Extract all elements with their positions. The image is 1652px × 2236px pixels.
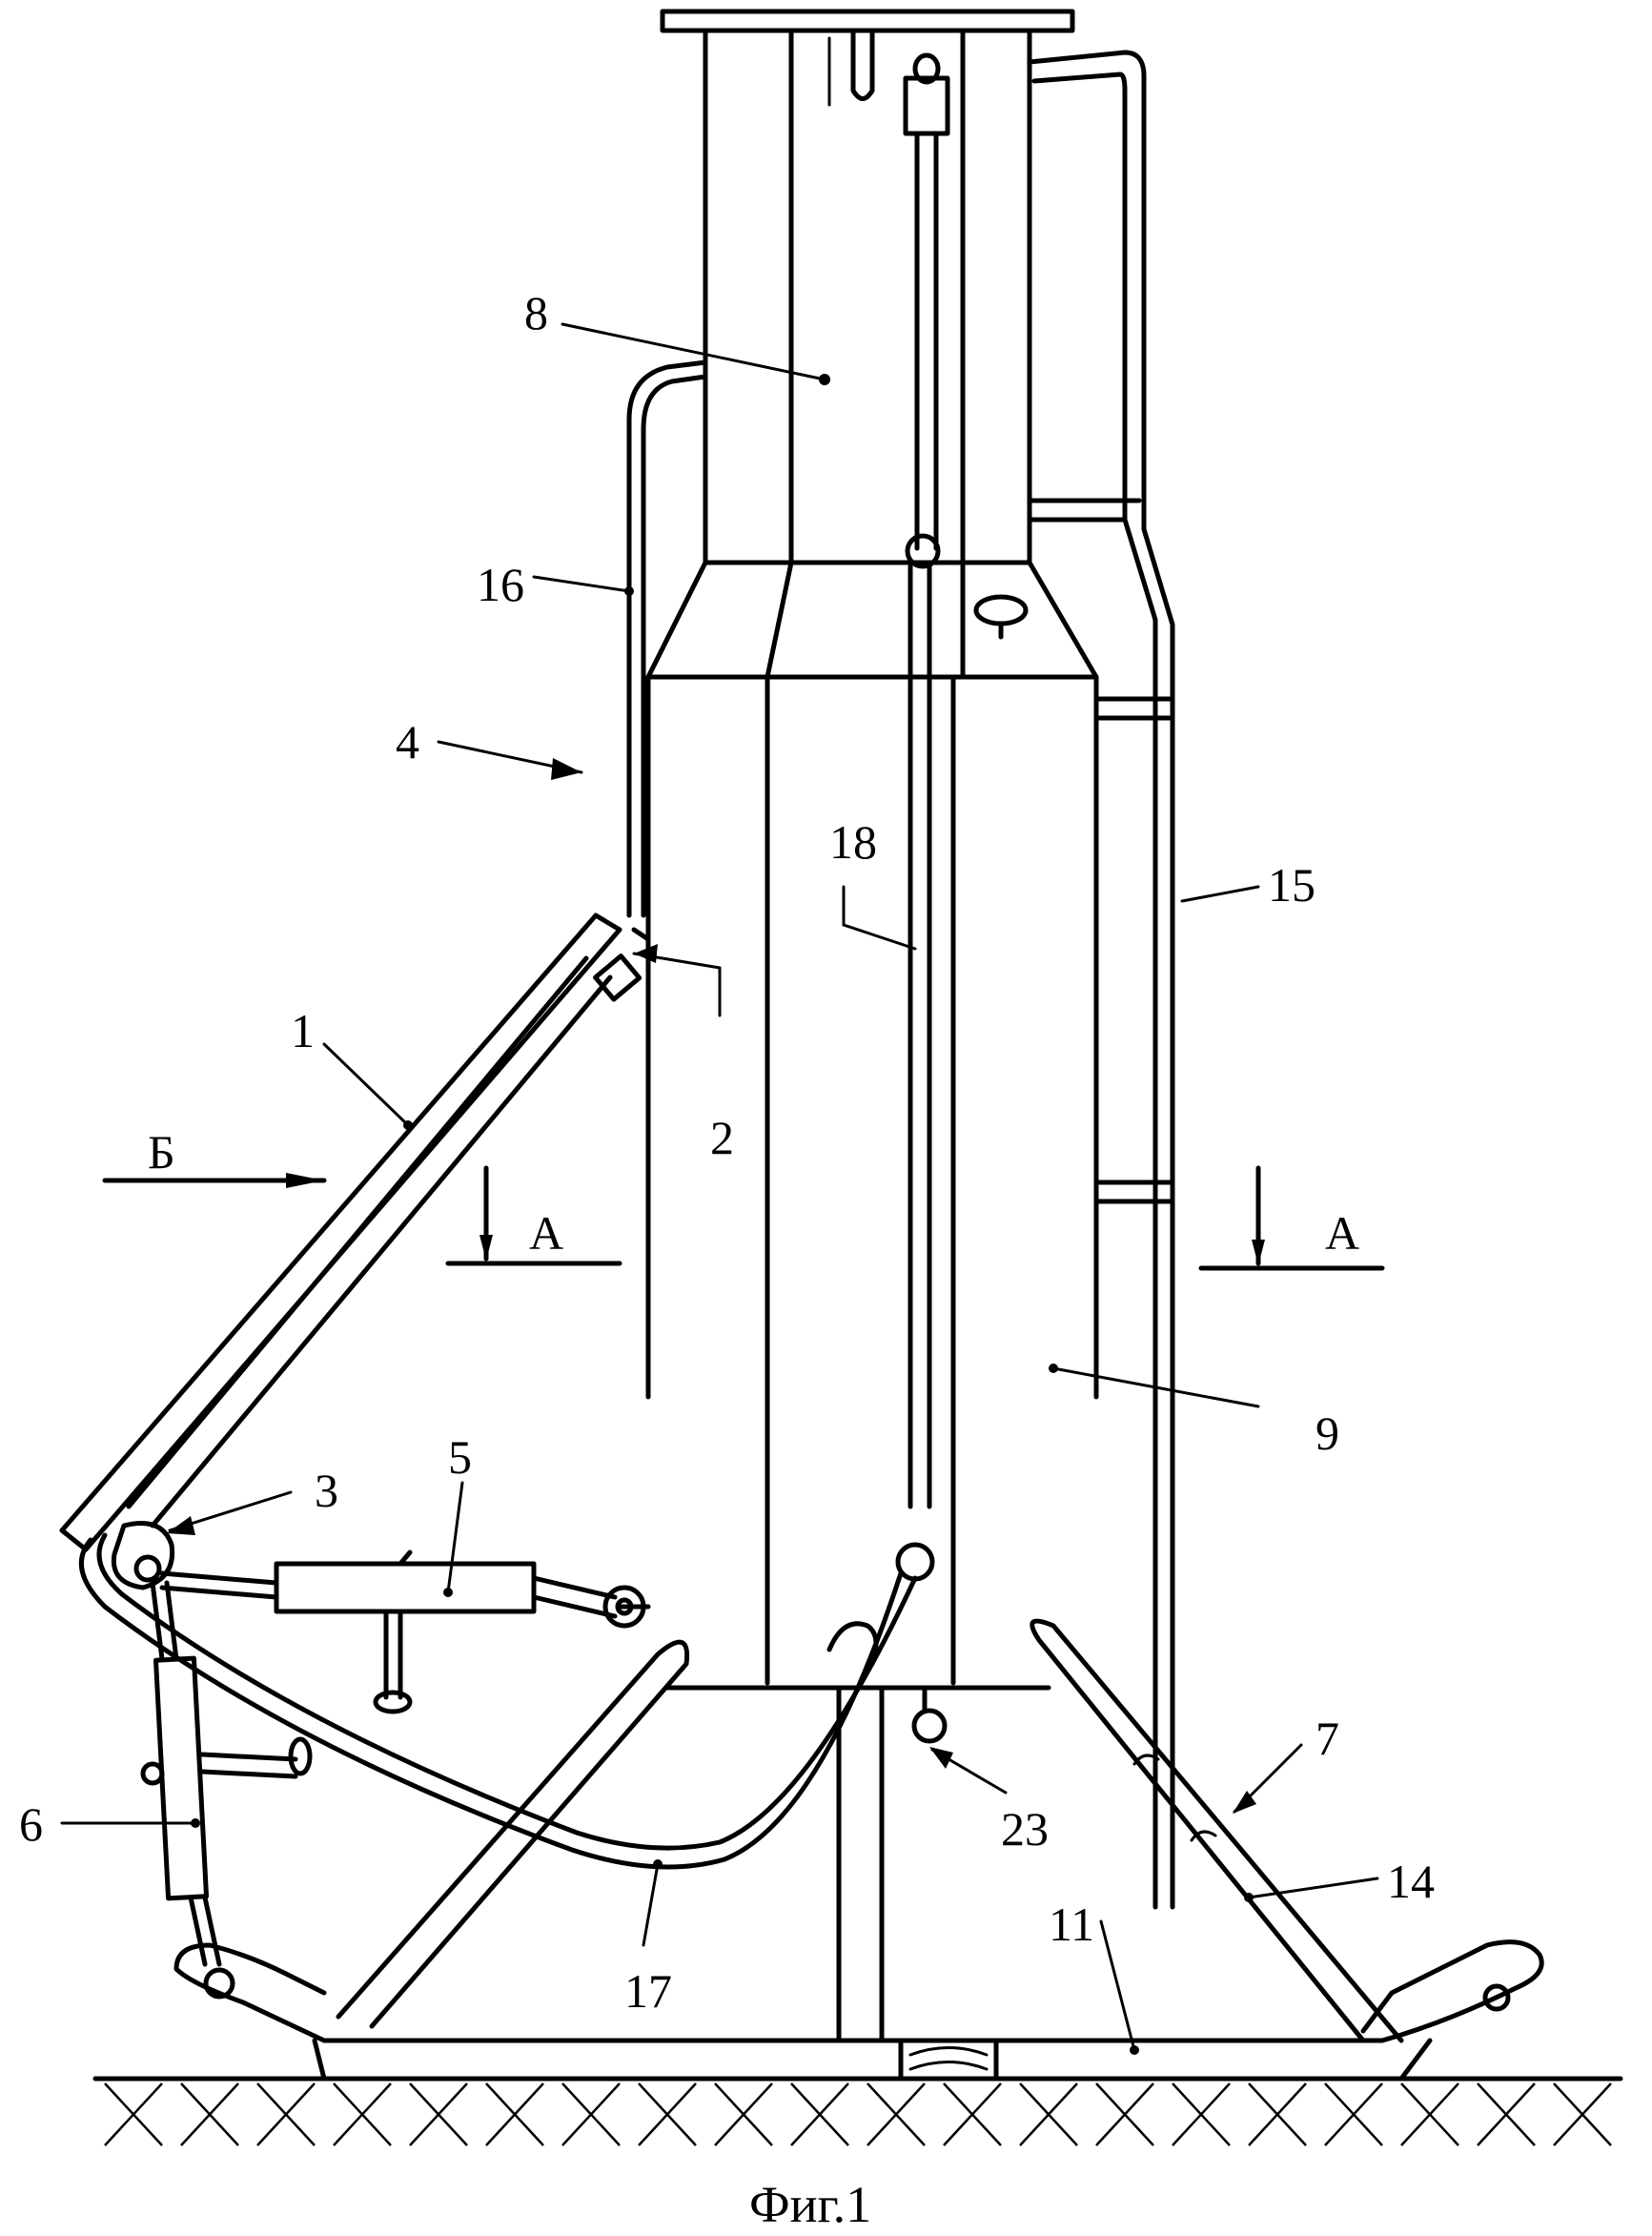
label-14: 14 xyxy=(1387,1855,1435,1908)
cylinder-6 xyxy=(143,1583,310,1964)
label-6: 6 xyxy=(19,1797,43,1851)
section-a-left: А xyxy=(529,1206,563,1260)
section-marks xyxy=(105,1168,1382,1268)
label-3: 3 xyxy=(315,1464,338,1517)
cylinder-5 xyxy=(162,1552,648,1712)
rod-18 xyxy=(898,55,948,1741)
upper-section xyxy=(705,31,1030,563)
label-5: 5 xyxy=(448,1430,472,1484)
label-9: 9 xyxy=(1315,1406,1339,1460)
label-23: 23 xyxy=(1001,1802,1049,1856)
figure-caption: Фиг.1 xyxy=(749,2176,871,2233)
transition-section xyxy=(648,563,1096,677)
label-11: 11 xyxy=(1049,1898,1094,1951)
label-7: 7 xyxy=(1315,1712,1339,1765)
label-8: 8 xyxy=(524,286,548,339)
frame-15 xyxy=(1030,52,1173,1907)
view-b-label: Б xyxy=(148,1125,175,1179)
label-1: 1 xyxy=(291,1004,315,1057)
leader-lines xyxy=(62,324,1377,2055)
brace-17 xyxy=(81,1535,915,1867)
label-4: 4 xyxy=(396,715,419,769)
label-15: 15 xyxy=(1268,858,1315,912)
central-post xyxy=(839,1688,882,2041)
label-2: 2 xyxy=(710,1111,734,1164)
section-a-right: А xyxy=(1325,1206,1359,1260)
label-16: 16 xyxy=(477,558,524,611)
strut-14 xyxy=(1032,1621,1401,2041)
hinge-3 xyxy=(113,1524,172,1589)
label-17: 17 xyxy=(624,1964,672,2018)
label-18: 18 xyxy=(829,815,877,869)
top-plate xyxy=(663,11,1072,31)
ground xyxy=(95,2079,1621,2145)
